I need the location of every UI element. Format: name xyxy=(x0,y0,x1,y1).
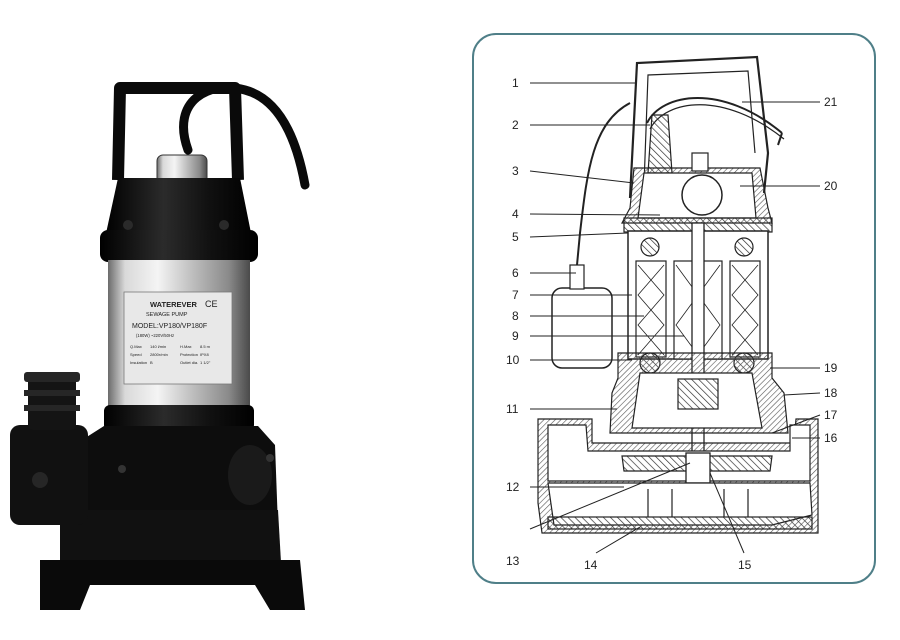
shaft xyxy=(691,222,705,474)
nameplate-spec-cell: Speed xyxy=(130,352,142,357)
callout-19: 19 xyxy=(824,361,838,375)
power-cable xyxy=(179,83,310,190)
callout-6: 6 xyxy=(512,266,519,280)
callout-17: 17 xyxy=(824,408,838,422)
nameplate-spec-cell: Insulation xyxy=(130,360,147,365)
capacitor xyxy=(681,174,723,216)
nameplate-spec-cell: IPX8 xyxy=(200,352,209,357)
nameplate-spec-rows: Q.Max 140 l/min H.Max 8.5 m Speed 2800r/min Pr… xyxy=(130,344,211,365)
nameplate-spec-cell: B xyxy=(150,360,153,365)
diagram-handle xyxy=(628,55,770,199)
nameplate-spec-cell: 140 l/min xyxy=(150,344,166,349)
carry-handle xyxy=(112,82,244,181)
nameplate-power: (180W) ~220V/50Hz xyxy=(136,333,174,338)
pump-cross-section xyxy=(537,55,819,534)
pump-base xyxy=(40,560,305,610)
sectional-diagram: 1 2 3 4 5 6 7 8 9 10 11 12 13 14 15 21 2… xyxy=(506,55,838,572)
nameplate-spec-cell: 2800r/min xyxy=(150,352,168,357)
callout-9: 9 xyxy=(512,329,519,343)
callout-11: 11 xyxy=(506,402,519,416)
diagram-cable xyxy=(646,97,783,134)
callout-3: 3 xyxy=(512,164,519,178)
callout-7: 7 xyxy=(512,288,519,302)
callout-12: 12 xyxy=(506,480,520,494)
nameplate-ce: CE xyxy=(205,299,218,309)
float-cable xyxy=(576,102,631,266)
callout-10: 10 xyxy=(506,353,520,367)
nameplate-spec-cell: 1 1/2" xyxy=(200,360,211,365)
top-cover xyxy=(105,178,252,238)
nameplate: WATEREVER CE SEWAGE PUMP MODEL:VP180/VP1… xyxy=(123,291,233,385)
callout-20: 20 xyxy=(824,179,838,193)
callout-5: 5 xyxy=(512,230,519,244)
callout-14: 14 xyxy=(584,558,598,572)
nameplate-spec-cell: Protection xyxy=(180,352,198,357)
pump-photo: WATEREVER CE SEWAGE PUMP MODEL:VP180/VP1… xyxy=(10,82,310,610)
nameplate-spec-cell: H.Max xyxy=(180,344,192,349)
callout-16: 16 xyxy=(824,431,838,445)
float-switch xyxy=(551,287,613,369)
nameplate-model: MODEL:VP180/VP180F xyxy=(132,323,207,330)
callout-18: 18 xyxy=(824,386,838,400)
callout-13: 13 xyxy=(506,554,520,568)
nameplate-spec-cell: 8.5 m xyxy=(200,344,211,349)
callout-21: 21 xyxy=(824,95,838,109)
nameplate-spec-cell: Q.Max xyxy=(130,344,142,349)
callout-8: 8 xyxy=(512,309,519,323)
outlet-connector xyxy=(10,372,88,525)
nameplate-brand: WATEREVER xyxy=(150,300,198,309)
callout-1: 1 xyxy=(512,76,519,90)
callout-numbers: 1 2 3 4 5 6 7 8 9 10 11 12 13 14 15 21 2… xyxy=(506,76,838,572)
nameplate-spec-cell: Outlet dia. xyxy=(180,360,198,365)
callout-2: 2 xyxy=(512,118,519,132)
callout-15: 15 xyxy=(738,558,752,572)
callout-leaders xyxy=(529,82,821,554)
nameplate-type: SEWAGE PUMP xyxy=(146,312,188,318)
callout-4: 4 xyxy=(512,207,519,221)
